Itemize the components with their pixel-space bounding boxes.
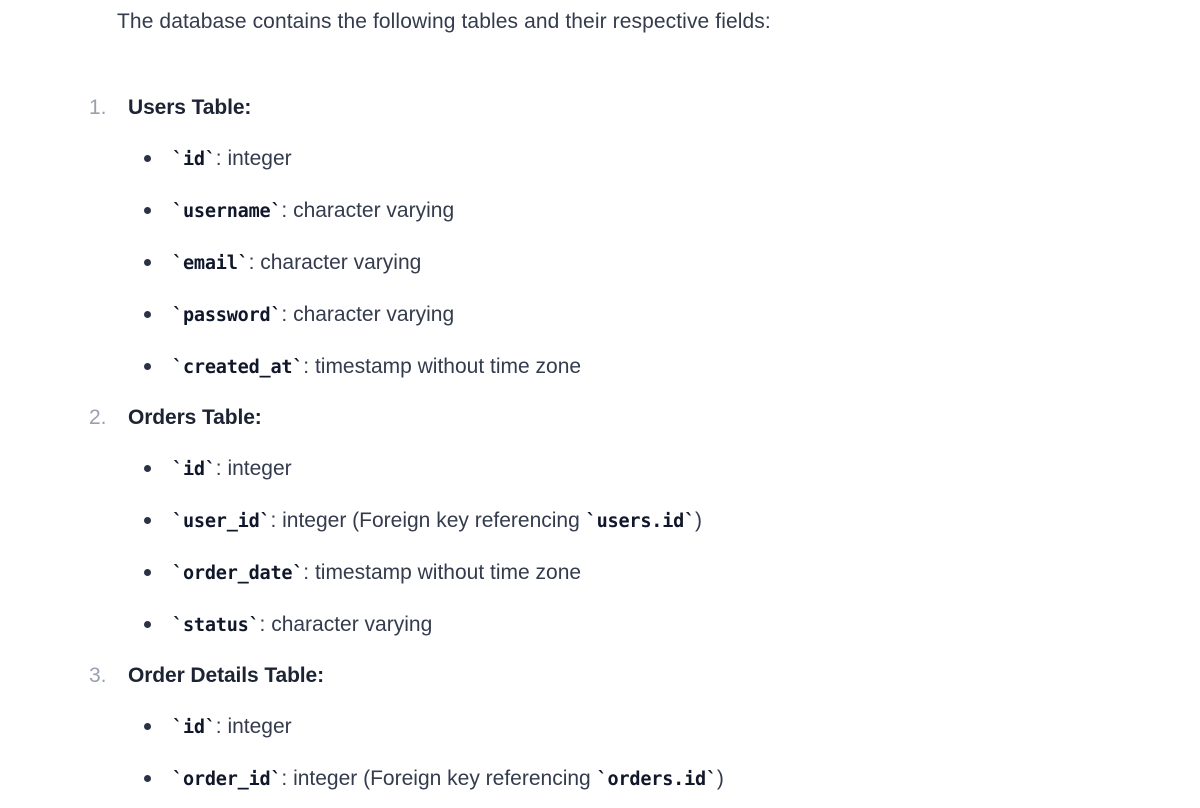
bullet-icon (144, 155, 151, 162)
field-separator: : (215, 457, 228, 480)
field-name-code: `password` (172, 305, 282, 326)
field-item: `id`: integer (128, 144, 1200, 175)
list-number: 2. (89, 406, 107, 429)
field-type: character varying (271, 613, 433, 636)
field-item: `id`: integer (128, 712, 1200, 743)
list-number: 1. (89, 96, 107, 119)
bullet-icon (144, 569, 151, 576)
field-name-code: `order_id` (172, 769, 282, 790)
field-separator: : (270, 509, 283, 532)
field-list: `id`: integer `order_id`: integer (Foreig… (128, 712, 1200, 795)
field-separator: : (259, 613, 272, 636)
field-type: character varying (293, 303, 455, 326)
field-item: `created_at`: timestamp without time zon… (128, 352, 1200, 383)
table-section: 1. Users Table: `id`: integer `username`: c… (0, 93, 1200, 383)
field-separator: : (281, 767, 294, 790)
field-name-code: `email` (172, 253, 249, 274)
field-name-code: `status` (172, 615, 260, 636)
table-section: 3. Order Details Table: `id`: integer `orde… (0, 661, 1200, 795)
field-name-code: `username` (172, 201, 282, 222)
field-item: `order_id`: integer (Foreign key referen… (128, 764, 1200, 795)
field-separator: : (281, 303, 294, 326)
table-list: 1. Users Table: `id`: integer `username`: c… (0, 93, 1200, 795)
foreign-key-reference-code: `orders.id` (596, 769, 718, 790)
field-name-code: `created_at` (172, 357, 304, 378)
bullet-icon (144, 363, 151, 370)
field-item: `user_id`: integer (Foreign key referenc… (128, 506, 1200, 537)
table-section: 2. Orders Table: `id`: integer `user_id`: i… (0, 403, 1200, 641)
field-separator: : (215, 147, 228, 170)
table-heading: Orders Table: (128, 406, 262, 429)
bullet-icon (144, 723, 151, 730)
table-heading: Users Table: (128, 96, 252, 119)
field-type: integer (227, 147, 292, 170)
bullet-icon (144, 621, 151, 628)
field-separator: : (248, 251, 261, 274)
intro-paragraph: The database contains the following tabl… (117, 10, 771, 33)
field-item: `email`: character varying (128, 248, 1200, 279)
bullet-icon (144, 207, 151, 214)
bullet-icon (144, 259, 151, 266)
field-item: `order_date`: timestamp without time zon… (128, 558, 1200, 589)
field-name-code: `id` (172, 717, 216, 738)
field-type: character varying (293, 199, 455, 222)
bullet-icon (144, 775, 151, 782)
field-list: `id`: integer `username`: character varyi… (128, 144, 1200, 383)
field-separator: : (215, 715, 228, 738)
field-name-code: `id` (172, 459, 216, 480)
field-type: timestamp without time zone (314, 355, 582, 378)
field-name-code: `order_date` (172, 563, 304, 584)
field-separator: : (281, 199, 294, 222)
field-type: integer (227, 457, 292, 480)
document-body: The database contains the following tabl… (0, 8, 1200, 795)
field-name-code: `user_id` (172, 511, 271, 532)
field-type: character varying (260, 251, 422, 274)
field-item: `status`: character varying (128, 610, 1200, 641)
foreign-key-reference-code: `users.id` (585, 511, 696, 532)
field-type: integer (Foreign key referencing (282, 509, 586, 532)
field-separator: : (303, 355, 315, 378)
table-heading: Order Details Table: (128, 664, 325, 687)
field-item: `password`: character varying (128, 300, 1200, 331)
field-item: `id`: integer (128, 454, 1200, 485)
bullet-icon (144, 311, 151, 318)
field-type: integer (Foreign key referencing (293, 767, 597, 790)
field-type-suffix: ) (695, 509, 703, 532)
bullet-icon (144, 465, 151, 472)
field-type: timestamp without time zone (314, 561, 582, 584)
list-number: 3. (89, 664, 107, 687)
bullet-icon (144, 517, 151, 524)
field-type: integer (227, 715, 292, 738)
field-list: `id`: integer `user_id`: integer (Foreign… (128, 454, 1200, 641)
field-name-code: `id` (172, 149, 216, 170)
field-item: `username`: character varying (128, 196, 1200, 227)
field-type-suffix: ) (716, 767, 724, 790)
field-separator: : (303, 561, 315, 584)
